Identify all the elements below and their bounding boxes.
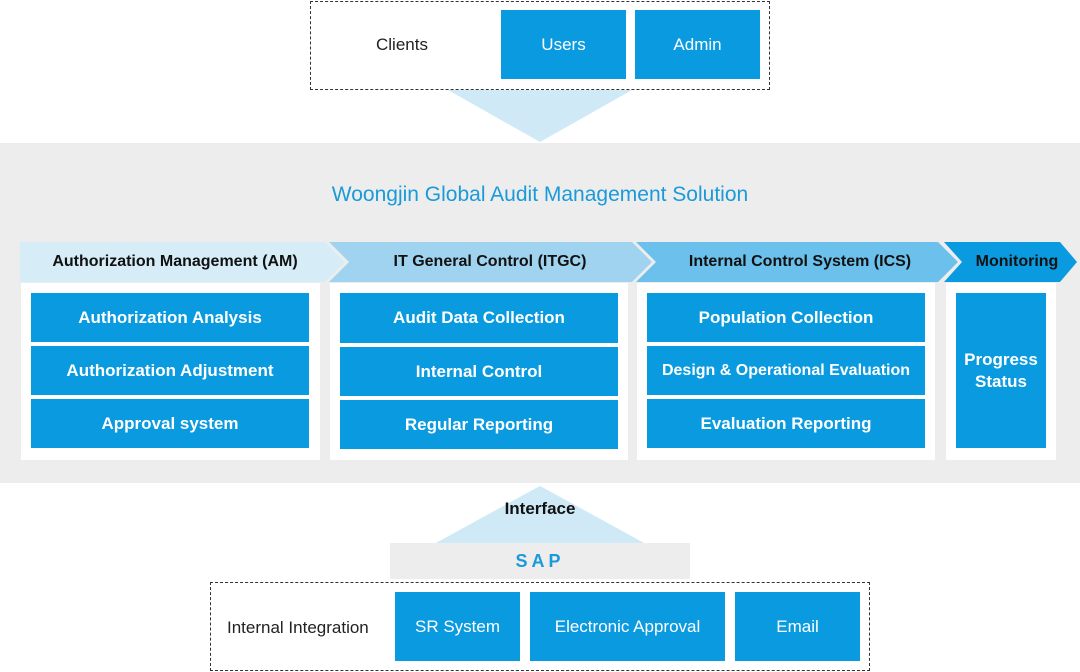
itgc-item-regular-reporting: Regular Reporting <box>340 400 618 449</box>
am-item-authorization-analysis: Authorization Analysis <box>31 293 309 342</box>
sr-system-box: SR System <box>395 592 520 661</box>
sap-label: SAP <box>515 551 565 571</box>
integration-group <box>210 582 870 671</box>
monitoring-item-progress-status: Progress Status <box>956 293 1046 448</box>
email-box: Email <box>735 592 860 661</box>
integration-label: Internal Integration <box>227 618 369 637</box>
solution-title: Woongjin Global Audit Management Solutio… <box>331 183 749 206</box>
down-arrow-icon <box>448 90 632 142</box>
interface-label: Interface <box>504 499 576 518</box>
electronic-approval-box: Electronic Approval <box>530 592 725 661</box>
ics-item-population-collection: Population Collection <box>647 293 925 342</box>
sap-bar <box>390 543 690 579</box>
header-am: Authorization Management (AM) <box>52 253 298 270</box>
header-ics: Internal Control System (ICS) <box>688 253 912 270</box>
admin-box: Admin <box>635 10 760 79</box>
clients-label: Clients <box>376 35 428 54</box>
header-monitoring: Monitoring <box>975 253 1059 270</box>
am-item-authorization-adjustment: Authorization Adjustment <box>31 346 309 395</box>
ics-item-evaluation-reporting: Evaluation Reporting <box>647 399 925 448</box>
clients-group <box>310 1 770 90</box>
users-box: Users <box>501 10 626 79</box>
itgc-item-audit-data-collection: Audit Data Collection <box>340 293 618 343</box>
itgc-item-internal-control: Internal Control <box>340 347 618 396</box>
header-itgc: IT General Control (ITGC) <box>393 253 587 270</box>
am-item-approval-system: Approval system <box>31 399 309 448</box>
ics-item-design-operational-evaluation: Design & Operational Evaluation <box>647 346 925 395</box>
